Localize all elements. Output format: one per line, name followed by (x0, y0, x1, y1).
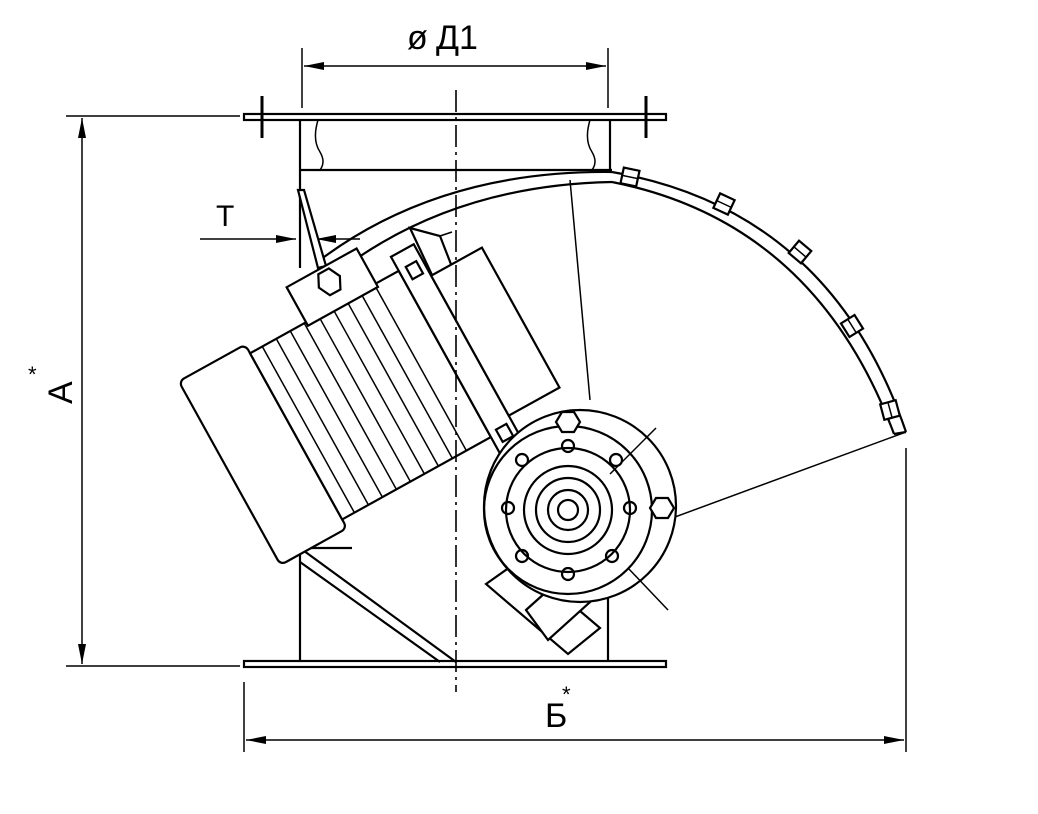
dimension-height-a: А * (28, 115, 240, 667)
electric-motor (179, 242, 561, 564)
width-label: Б (545, 697, 567, 735)
dimension-width-b: Б * (243, 448, 907, 752)
height-label: А (42, 381, 80, 404)
dimension-thickness-t: Т (200, 200, 360, 243)
thickness-label: Т (216, 200, 234, 233)
gearbox (482, 408, 678, 656)
dimension-diameter-d1: ø Д1 (301, 19, 609, 108)
body-housing (298, 170, 610, 663)
hood-bolt-5 (878, 398, 902, 422)
diameter-label: Д1 (436, 19, 478, 57)
height-mark: * (28, 362, 37, 387)
hood-bolt-4 (839, 313, 865, 339)
top-flange (242, 96, 668, 172)
hood-bolt-1 (619, 166, 641, 188)
diameter-symbol: ø (407, 19, 428, 57)
width-mark: * (562, 682, 571, 707)
hood-bolt-3 (787, 239, 813, 265)
bottom-flange (242, 659, 668, 669)
hood-bolt-2 (711, 191, 737, 217)
